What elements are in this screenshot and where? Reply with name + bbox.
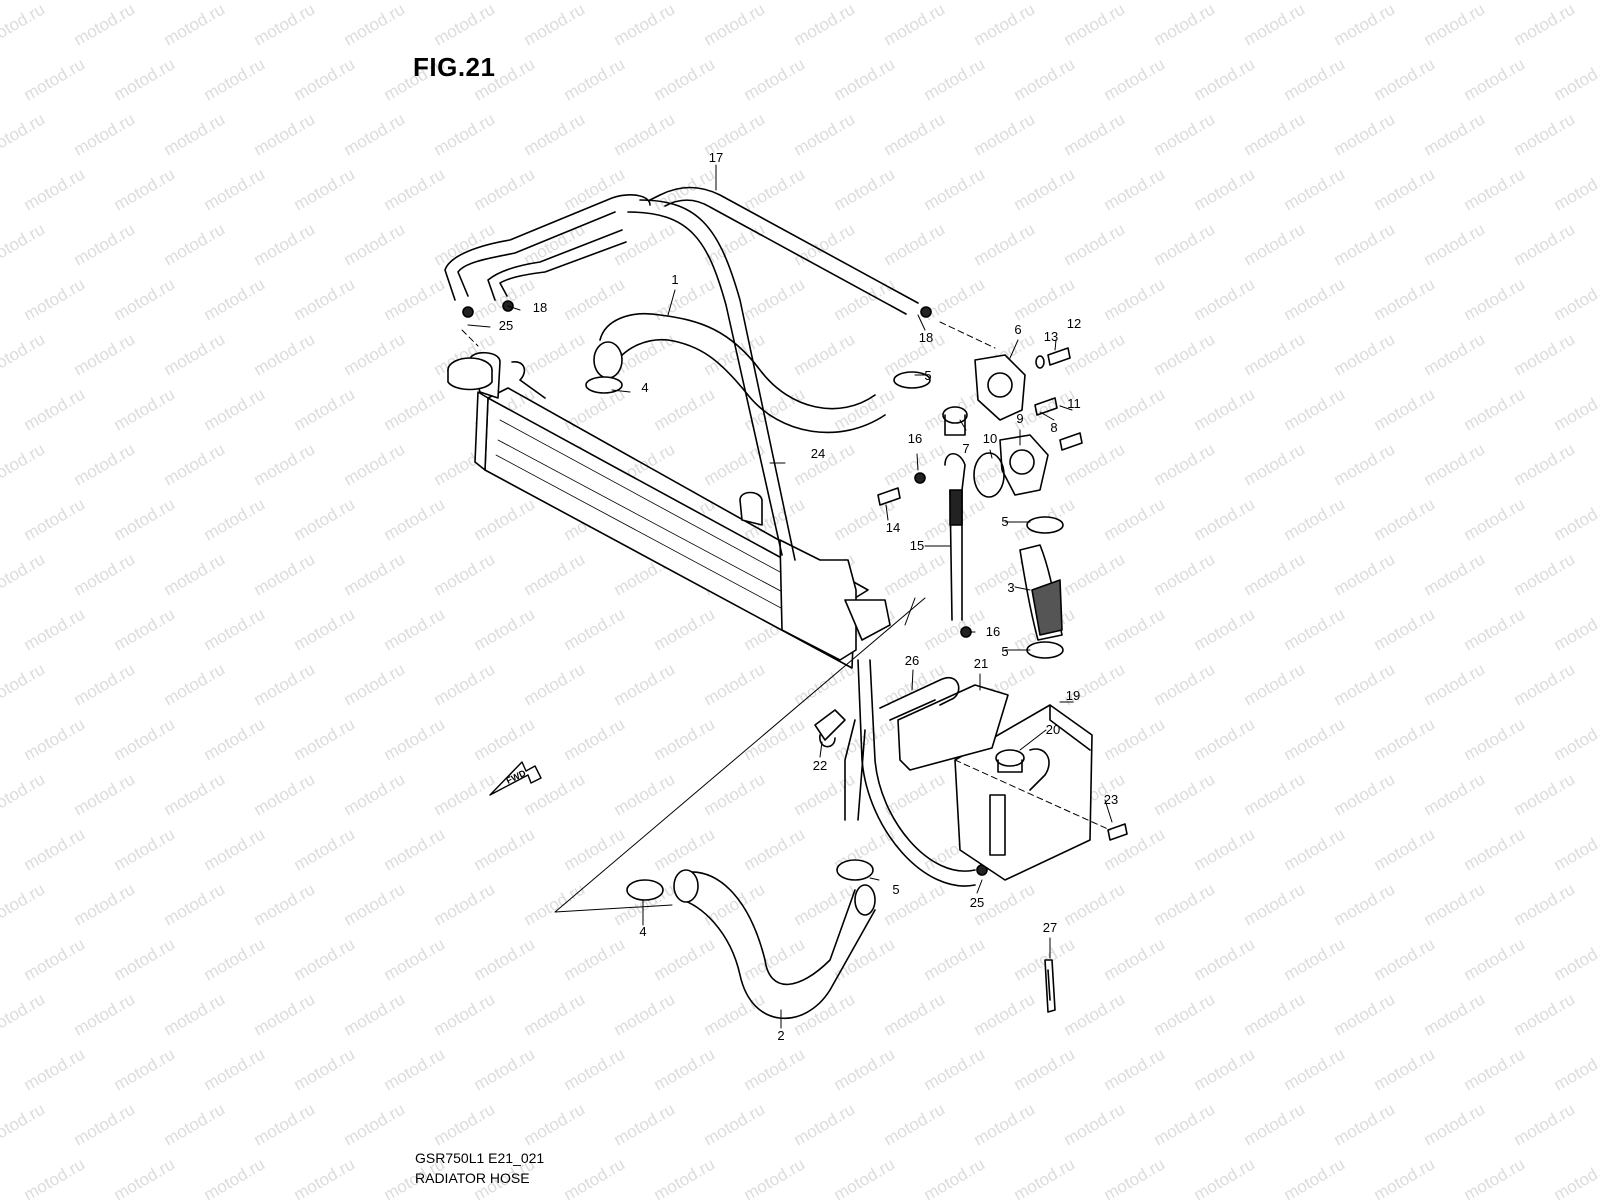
callout-25: 25 bbox=[498, 318, 514, 333]
hose-15 bbox=[944, 452, 966, 621]
callout-12: 12 bbox=[1066, 316, 1082, 331]
fwd-arrow-icon bbox=[489, 761, 542, 796]
strap-27 bbox=[1044, 959, 1056, 1013]
callout-24: 24 bbox=[810, 446, 826, 461]
bolts bbox=[877, 347, 1128, 841]
callout-22: 22 bbox=[812, 758, 828, 773]
hose-3 bbox=[1019, 544, 1063, 641]
callout-16: 16 bbox=[907, 431, 923, 446]
callout-5: 5 bbox=[924, 368, 932, 383]
thermostat-housing bbox=[942, 354, 1049, 498]
callout-1: 1 bbox=[671, 272, 679, 287]
bracket-22 bbox=[814, 709, 846, 748]
callout-15: 15 bbox=[909, 538, 925, 553]
callout-9: 9 bbox=[1016, 411, 1024, 426]
callout-14: 14 bbox=[885, 520, 901, 535]
figure-title: FIG.21 bbox=[413, 52, 496, 82]
pointer-triangle bbox=[554, 597, 926, 913]
hose-1 bbox=[593, 313, 886, 434]
callout-5: 5 bbox=[1001, 644, 1009, 659]
callout-3: 3 bbox=[1007, 580, 1015, 595]
cover-21 bbox=[897, 684, 1009, 771]
hose-24-lower bbox=[857, 659, 976, 887]
callout-20: 20 bbox=[1045, 722, 1061, 737]
hose-2 bbox=[673, 869, 876, 1020]
callout-19: 19 bbox=[1065, 688, 1081, 703]
callout-11: 11 bbox=[1067, 396, 1081, 411]
callout-2: 2 bbox=[777, 1028, 785, 1043]
callout-23: 23 bbox=[1103, 792, 1119, 807]
callout-5: 5 bbox=[892, 882, 900, 897]
figure-code: GSR750L1 E21_021 bbox=[415, 1150, 545, 1166]
radiator-cap bbox=[447, 357, 493, 391]
callout-13: 13 bbox=[1043, 329, 1059, 344]
callout-18: 18 bbox=[532, 300, 548, 315]
radiator bbox=[469, 351, 891, 669]
callout-26: 26 bbox=[904, 653, 920, 668]
callout-7: 7 bbox=[962, 441, 970, 456]
callout-16: 16 bbox=[985, 624, 1001, 639]
callout-8: 8 bbox=[1050, 420, 1058, 435]
callout-21: 21 bbox=[973, 656, 989, 671]
callout-27: 27 bbox=[1042, 920, 1058, 935]
alignment-lines bbox=[461, 321, 1111, 831]
leader-lines bbox=[467, 164, 1113, 1029]
clamps bbox=[462, 300, 1064, 901]
hose-17 bbox=[649, 186, 919, 315]
hose-24 bbox=[444, 194, 796, 561]
hose-26 bbox=[844, 676, 960, 821]
figure-name: RADIATOR HOSE bbox=[415, 1170, 530, 1186]
callout-4: 4 bbox=[641, 380, 649, 395]
callout-6: 6 bbox=[1014, 322, 1022, 337]
callout-4: 4 bbox=[639, 924, 647, 939]
callout-5: 5 bbox=[1001, 514, 1009, 529]
callout-18: 18 bbox=[918, 330, 934, 345]
callout-25: 25 bbox=[969, 895, 985, 910]
callout-17: 17 bbox=[708, 150, 724, 165]
callout-10: 10 bbox=[982, 431, 998, 446]
